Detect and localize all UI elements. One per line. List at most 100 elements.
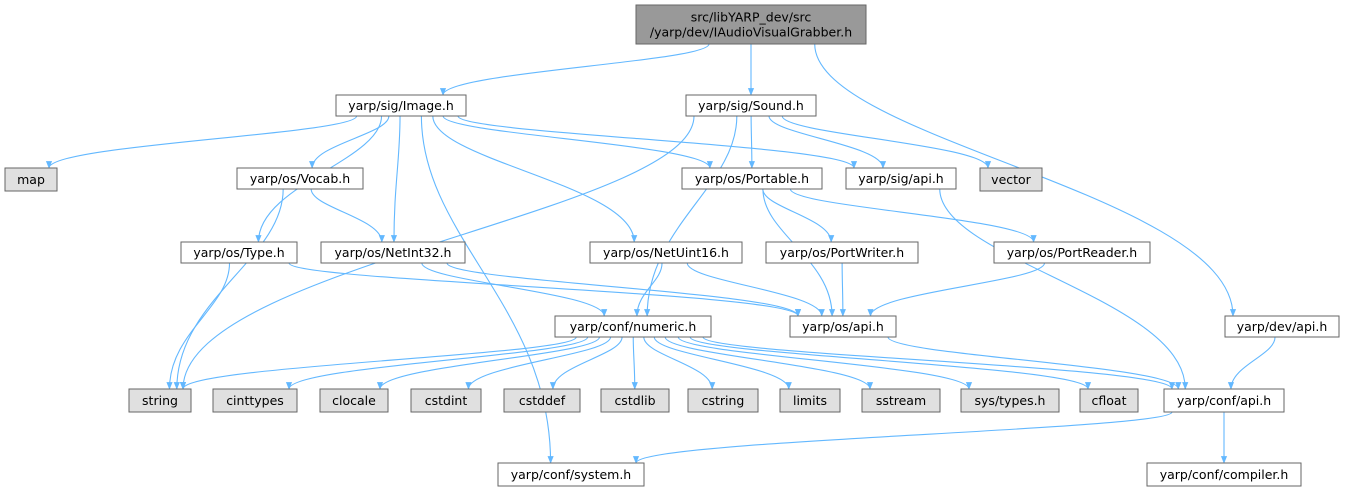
node-sound-label: yarp/sig/Sound.h bbox=[698, 98, 804, 113]
node-cstddef: cstddef bbox=[503, 388, 581, 413]
node-netuint16-box bbox=[589, 241, 743, 264]
node-vector-box bbox=[979, 167, 1043, 192]
edge-netuint16-to-numeric bbox=[633, 262, 663, 317]
node-image-box bbox=[335, 94, 467, 117]
edge-portreader-to-osapi bbox=[867, 262, 1046, 317]
node-systypes: sys/types.h bbox=[960, 388, 1060, 413]
edge-sound-to-numeric bbox=[644, 115, 738, 317]
node-clocale: clocale bbox=[319, 388, 389, 413]
edge-sigapi-to-confapi bbox=[939, 188, 1189, 390]
node-type[interactable]: yarp/os/Type.h bbox=[180, 241, 298, 264]
node-osapi[interactable]: yarp/os/api.h bbox=[789, 315, 897, 338]
node-numeric-box bbox=[554, 315, 712, 338]
node-cinttypes-box bbox=[212, 388, 298, 413]
node-portable[interactable]: yarp/os/Portable.h bbox=[681, 167, 823, 190]
edge-devapi-to-confapi bbox=[1227, 336, 1276, 390]
node-string-label: string bbox=[142, 393, 178, 408]
node-cstdlib: cstdlib bbox=[600, 388, 670, 413]
node-sound-box bbox=[685, 94, 817, 117]
node-clocale-box bbox=[319, 388, 389, 413]
node-portable-label: yarp/os/Portable.h bbox=[695, 171, 809, 186]
node-vocab-label: yarp/os/Vocab.h bbox=[250, 171, 350, 186]
node-portreader[interactable]: yarp/os/PortReader.h bbox=[993, 241, 1151, 264]
node-layer: src/libYARP_dev/src/yarp/dev/IAudioVisua… bbox=[4, 4, 1340, 487]
node-vocab[interactable]: yarp/os/Vocab.h bbox=[236, 167, 364, 190]
node-sstream-box bbox=[861, 388, 941, 413]
node-compiler-label: yarp/conf/compiler.h bbox=[1160, 467, 1289, 482]
node-netint32[interactable]: yarp/os/NetInt32.h bbox=[320, 241, 466, 264]
node-vocab-box bbox=[236, 167, 364, 190]
edge-image-to-netint32 bbox=[390, 115, 401, 243]
node-cstdlib-label: cstdlib bbox=[614, 393, 655, 408]
node-numeric[interactable]: yarp/conf/numeric.h bbox=[554, 315, 712, 338]
node-sigapi[interactable]: yarp/sig/api.h bbox=[845, 167, 957, 190]
edge-numeric-to-limits bbox=[653, 336, 792, 390]
node-cstdint: cstdint bbox=[410, 388, 482, 413]
node-type-label: yarp/os/Type.h bbox=[193, 245, 284, 260]
node-cstddef-box bbox=[503, 388, 581, 413]
node-portwriter-label: yarp/os/PortWriter.h bbox=[780, 245, 904, 260]
node-sigapi-box bbox=[845, 167, 957, 190]
node-system-label: yarp/conf/system.h bbox=[511, 467, 631, 482]
node-compiler[interactable]: yarp/conf/compiler.h bbox=[1146, 462, 1302, 487]
node-compiler-box bbox=[1146, 462, 1302, 487]
node-limits: limits bbox=[779, 388, 841, 413]
node-devapi[interactable]: yarp/dev/api.h bbox=[1224, 315, 1340, 338]
node-confapi-label: yarp/conf/api.h bbox=[1177, 393, 1271, 408]
node-cstring-label: cstring bbox=[702, 393, 745, 408]
node-image[interactable]: yarp/sig/Image.h bbox=[335, 94, 467, 117]
node-sound[interactable]: yarp/sig/Sound.h bbox=[685, 94, 817, 117]
node-system-box bbox=[497, 462, 645, 487]
edge-numeric-to-string bbox=[180, 336, 577, 390]
node-netuint16[interactable]: yarp/os/NetUint16.h bbox=[589, 241, 743, 264]
node-confapi[interactable]: yarp/conf/api.h bbox=[1163, 388, 1285, 413]
node-vector: vector bbox=[979, 167, 1043, 192]
node-sigapi-label: yarp/sig/api.h bbox=[858, 171, 943, 186]
node-image-label: yarp/sig/Image.h bbox=[348, 98, 454, 113]
edge-numeric-to-cinttypes bbox=[286, 336, 589, 390]
edge-vocab-to-netint32 bbox=[310, 188, 385, 243]
edge-sound-to-vector bbox=[781, 115, 992, 169]
node-portreader-box bbox=[993, 241, 1151, 264]
node-netint32-label: yarp/os/NetInt32.h bbox=[335, 245, 452, 260]
edge-sound-to-portable bbox=[748, 115, 755, 169]
edge-numeric-to-cstdint bbox=[465, 336, 612, 390]
node-portwriter[interactable]: yarp/os/PortWriter.h bbox=[765, 241, 919, 264]
node-root[interactable]: src/libYARP_dev/src/yarp/dev/IAudioVisua… bbox=[635, 4, 867, 45]
node-systypes-label: sys/types.h bbox=[975, 393, 1046, 408]
edge-vocab-to-string bbox=[173, 188, 284, 390]
node-osapi-box bbox=[789, 315, 897, 338]
edge-image-to-sigapi bbox=[457, 115, 857, 169]
node-cfloat: cfloat bbox=[1079, 388, 1139, 413]
edge-type-to-osapi bbox=[288, 262, 801, 317]
node-cinttypes: cinttypes bbox=[212, 388, 298, 413]
node-clocale-label: clocale bbox=[332, 393, 376, 408]
node-cinttypes-label: cinttypes bbox=[226, 393, 284, 408]
node-devapi-box bbox=[1224, 315, 1340, 338]
edge-image-to-netuint16 bbox=[432, 115, 638, 243]
node-cstdint-label: cstdint bbox=[425, 393, 468, 408]
node-root-label: src/libYARP_dev/src/yarp/dev/IAudioVisua… bbox=[650, 10, 852, 40]
node-portwriter-box bbox=[765, 241, 919, 264]
node-map-box bbox=[4, 167, 58, 192]
edge-image-to-vocab bbox=[309, 115, 390, 169]
edge-layer bbox=[46, 43, 1276, 464]
node-sstream: sstream bbox=[861, 388, 941, 413]
edge-root-to-image bbox=[440, 43, 710, 96]
edge-numeric-to-systypes bbox=[677, 336, 972, 390]
node-type-box bbox=[180, 241, 298, 264]
edge-netint32-to-osapi bbox=[446, 262, 801, 317]
edge-numeric-to-confapi bbox=[702, 336, 1175, 390]
node-map-label: map bbox=[17, 172, 45, 187]
node-string: string bbox=[128, 388, 192, 413]
node-cstring-box bbox=[687, 388, 759, 413]
edge-portable-to-portwriter bbox=[762, 188, 835, 243]
node-system[interactable]: yarp/conf/system.h bbox=[497, 462, 645, 487]
node-osapi-label: yarp/os/api.h bbox=[802, 319, 884, 334]
node-map: map bbox=[4, 167, 58, 192]
edge-type-to-string bbox=[166, 262, 231, 390]
edge-netint32-to-numeric bbox=[421, 262, 608, 317]
node-netint32-box bbox=[320, 241, 466, 264]
node-portreader-label: yarp/os/PortReader.h bbox=[1007, 245, 1137, 260]
node-cstring: cstring bbox=[687, 388, 759, 413]
